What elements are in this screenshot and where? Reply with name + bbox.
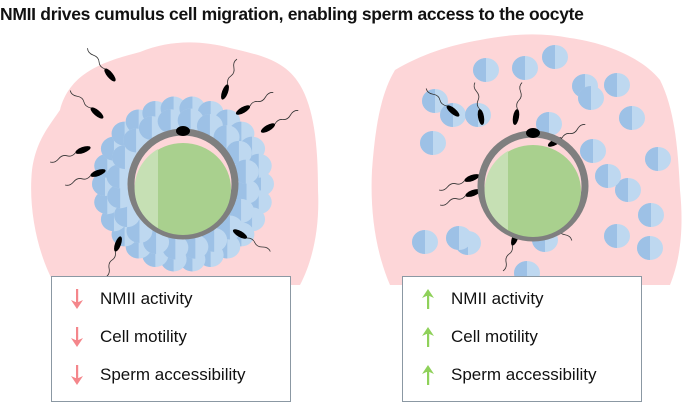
legend-label: Sperm accessibility <box>100 365 246 384</box>
cumulus-cell <box>536 112 562 136</box>
cumulus-cell <box>578 86 604 110</box>
legend-label: Sperm accessibility <box>451 365 597 384</box>
figure-title: NMII drives cumulus cell migration, enab… <box>0 4 584 24</box>
cumulus-cell <box>420 131 446 155</box>
sperm <box>439 189 481 206</box>
legend-label: NMII activity <box>100 289 193 308</box>
sperm <box>512 82 523 125</box>
legend-label: NMII activity <box>451 289 544 308</box>
cumulus-cell <box>604 73 630 97</box>
oocyte-left <box>127 126 239 240</box>
legend-row: Sperm accessibility <box>52 363 246 387</box>
legend-row: NMII activity <box>403 287 544 311</box>
cumulus-cells-dispersed <box>412 45 671 285</box>
legend-label: Cell motility <box>100 327 187 346</box>
oocyte-cytoplasm <box>485 145 581 237</box>
sperm <box>221 58 238 100</box>
cumulus-cell <box>107 184 134 209</box>
cumulus-cell <box>615 178 641 202</box>
oocyte-cytoplasm <box>135 143 231 235</box>
arrow-down-icon <box>71 327 83 347</box>
legend-row: Sperm accessibility <box>403 363 597 387</box>
arrow-up-icon <box>422 365 434 385</box>
cumulus-cell <box>473 58 499 82</box>
sperm <box>64 169 106 186</box>
oocyte-right <box>477 128 589 242</box>
cumulus-cell <box>619 106 645 130</box>
arrow-down-icon <box>71 289 83 309</box>
cumulus-cell <box>422 89 448 113</box>
legend-row: NMII activity <box>52 287 193 311</box>
sperm <box>473 82 485 125</box>
legend-row: Cell motility <box>52 325 187 349</box>
cumulus-cell <box>440 103 466 127</box>
cumulus-cell <box>637 236 663 260</box>
legend-row: Cell motility <box>403 325 538 349</box>
arrow-up-icon <box>422 327 434 347</box>
sperm <box>232 229 271 252</box>
sperm <box>69 90 104 119</box>
sperm <box>235 92 274 115</box>
cumulus-cell <box>412 230 438 254</box>
cumulus-cell <box>638 203 664 227</box>
cumulus-cell <box>446 226 472 250</box>
sperm <box>425 88 460 117</box>
arrow-up-icon <box>422 289 434 309</box>
sperm <box>260 110 299 133</box>
cumulus-cell <box>542 45 568 69</box>
polar-body <box>176 126 190 136</box>
legend-label: Cell motility <box>451 327 538 346</box>
sperm <box>87 48 116 82</box>
cumulus-cell <box>580 139 606 163</box>
cumulus-cell <box>604 224 630 248</box>
polar-body <box>526 128 540 138</box>
sperm <box>49 146 91 163</box>
cumulus-cell <box>645 147 671 171</box>
cumulus-cell <box>595 164 621 188</box>
sperm <box>105 236 122 278</box>
cumulus-cell <box>157 109 184 134</box>
arrow-down-icon <box>71 365 83 385</box>
cumulus-cell <box>106 164 133 189</box>
cumulus-cell <box>512 56 538 80</box>
sperm <box>438 174 480 191</box>
